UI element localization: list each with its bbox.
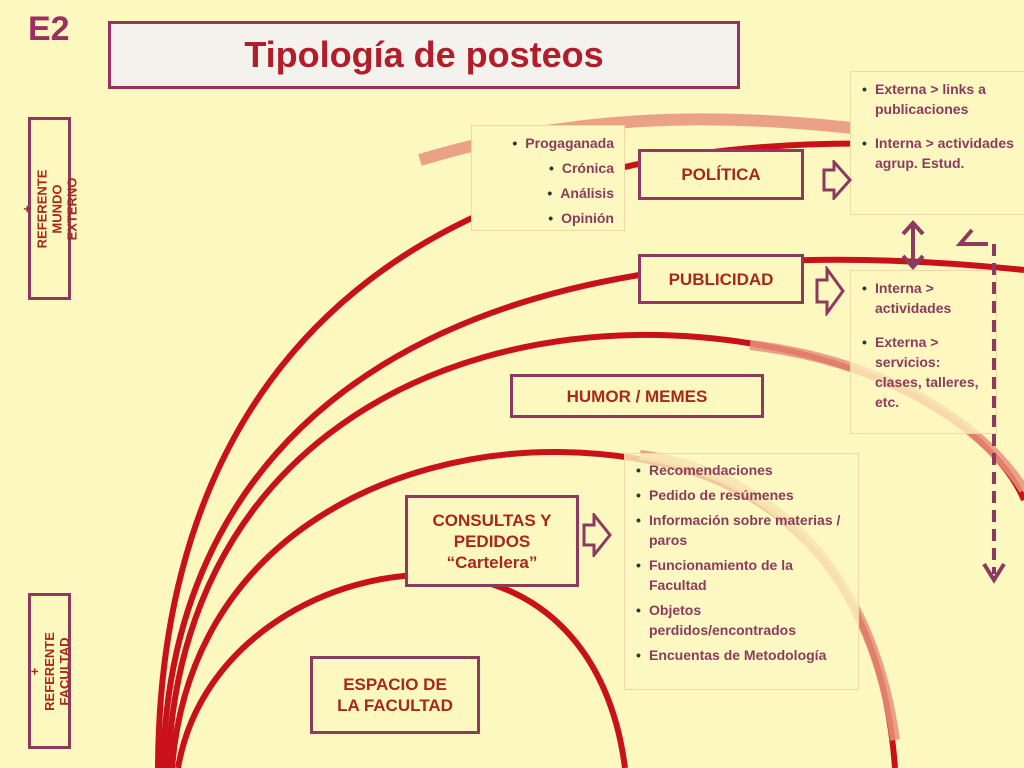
slide-title: Tipología de posteos xyxy=(244,34,604,75)
list-item: Interna > actividades agrup. Estud. xyxy=(859,133,1016,173)
category-humor-memes: HUMOR / MEMES xyxy=(510,374,764,418)
dashed-down-arrow-icon xyxy=(955,228,1006,584)
list-item: Opinión xyxy=(548,208,614,228)
category-politica: POLÍTICA xyxy=(638,149,804,200)
slide-corner-label: E2 xyxy=(28,10,70,48)
bottom-referent-text: + REFERENTE FACULTAD xyxy=(27,631,72,711)
list-item: Información sobre materias / paros xyxy=(633,510,850,550)
title-box: Tipología de posteos xyxy=(108,21,740,89)
note-consultas-items: Recomendaciones Pedido de resúmenes Info… xyxy=(624,453,859,690)
arc-1 xyxy=(155,140,1001,768)
top-referent-label: + REFERENTE MUNDO EXTERNO xyxy=(20,169,80,248)
category-publicidad: PUBLICIDAD xyxy=(638,254,804,304)
bottom-referent-label: + REFERENTE FACULTAD xyxy=(27,632,72,711)
arrow-updown-icon xyxy=(901,220,925,270)
arrow-right-hollow-icon xyxy=(822,160,852,200)
list-item: Funcionamiento de la Facultad xyxy=(633,555,850,595)
list-item: Objetos perdidos/encontrados xyxy=(633,600,850,640)
arrow-right-hollow-icon xyxy=(815,266,845,316)
list-item: Pedido de resúmenes xyxy=(633,485,850,505)
arrow-right-hollow-icon xyxy=(582,513,612,557)
category-espacio-facultad: ESPACIO DE LA FACULTAD xyxy=(310,656,480,734)
list-item: Análisis xyxy=(547,183,614,203)
note-politica-types: Progaganada Crónica Análisis Opinión xyxy=(471,125,625,231)
list-item: Externa > servicios: clases, talleres, e… xyxy=(859,332,988,412)
list-item: Encuentas de Metodología xyxy=(633,645,850,665)
list-item: Interna > actividades xyxy=(859,278,988,318)
category-consultas: CONSULTAS Y PEDIDOS “Cartelera” xyxy=(405,495,579,587)
list-item: Recomendaciones xyxy=(633,460,850,480)
list-item: Externa > links a publicaciones xyxy=(859,79,1016,119)
top-referent-box: + REFERENTE MUNDO EXTERNO xyxy=(20,117,80,300)
note-politica-links: Externa > links a publicaciones Interna … xyxy=(850,71,1024,215)
list-item: Progaganada xyxy=(512,133,614,153)
list-item: Crónica xyxy=(549,158,614,178)
bottom-referent-box: + REFERENTE FACULTAD xyxy=(27,593,72,749)
note-publicidad-items: Interna > actividades Externa > servicio… xyxy=(850,270,997,434)
top-referent-text: + REFERENTE MUNDO EXTERNO xyxy=(19,169,80,248)
